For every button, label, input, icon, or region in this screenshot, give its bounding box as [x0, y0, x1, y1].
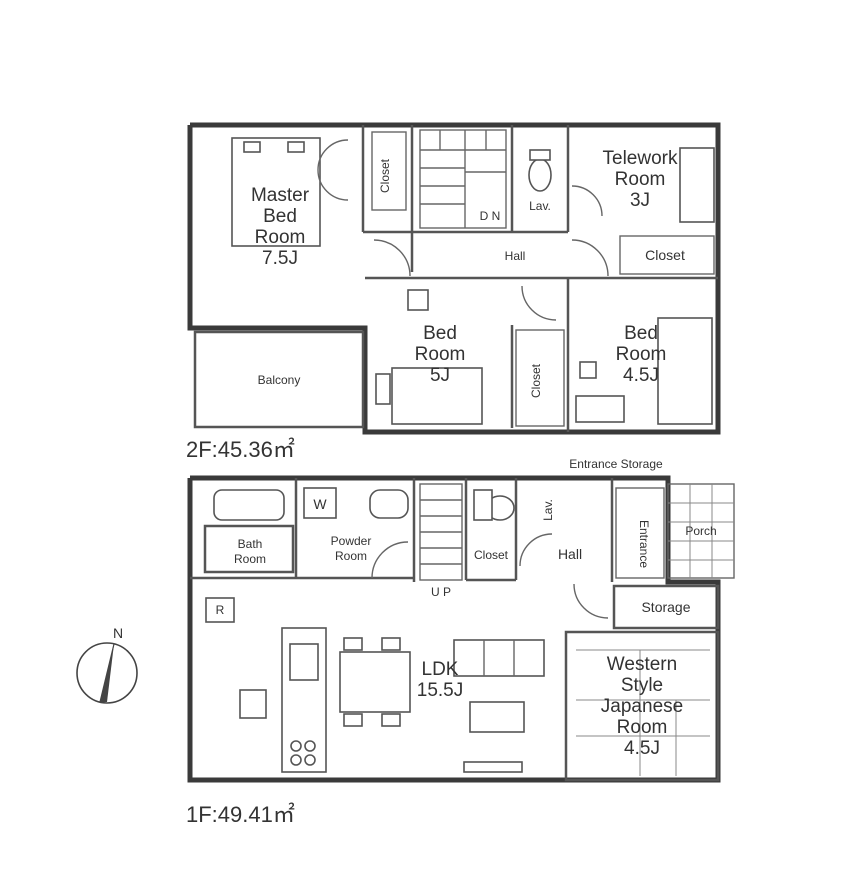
washer-label: W [313, 496, 327, 512]
bed-room-45-label-2: Room [616, 344, 667, 365]
master-bed [231, 137, 321, 247]
closet-c-box [515, 329, 565, 427]
entrance-label: Entrance [637, 520, 651, 568]
bath-room-label-1: Bath [238, 537, 263, 551]
balcony-outline [193, 330, 365, 429]
floor-2-plan [187, 122, 721, 435]
stairs-dn-label: D N [480, 209, 501, 223]
dining-table [339, 651, 411, 713]
bath-room-label-2: Room [234, 552, 266, 566]
ldk-label-1: LDK [422, 659, 459, 680]
stairs-up-label: U P [431, 585, 451, 599]
sofa [453, 639, 545, 677]
bed-room-45-label-3: 4.5J [623, 365, 659, 386]
telework-room-label-3: 3J [630, 190, 650, 211]
japanese-room-label-1: Western [607, 654, 677, 675]
bed-room-5-bed [391, 367, 483, 425]
bed-room-45-bed [657, 317, 713, 425]
telework-room-label-1: Telework [603, 148, 678, 169]
refrigerator-label: R [216, 603, 225, 617]
bed-room-45-label-1: Bed [624, 323, 658, 344]
floor-2-area-label: 2F:45.36㎡ [186, 437, 295, 462]
closet-b-label: Closet [645, 247, 685, 263]
floor-2-outer-wall [187, 122, 721, 435]
hall-2f-label: Hall [505, 249, 526, 263]
entrance-storage-label: Entrance Storage [569, 457, 663, 471]
entrance-box [615, 487, 665, 579]
refrigerator-box [205, 597, 235, 623]
lav-1f-label: Lav. [541, 499, 555, 521]
master-bed-room-label-4: 7.5J [262, 248, 298, 269]
bed-room-5-label-1: Bed [423, 323, 457, 344]
closet-b-box [619, 235, 715, 275]
closet-1f-label: Closet [474, 548, 509, 562]
appliance-box [239, 689, 267, 719]
stairs-2f [419, 129, 507, 229]
washer-box [303, 487, 337, 519]
compass: N [76, 625, 138, 704]
ldk-label-2: 15.5J [417, 680, 463, 701]
low-table [469, 701, 525, 733]
north-label: N [113, 625, 123, 641]
closet-a-box [371, 131, 407, 211]
master-bed-room-label-2: Bed [263, 206, 297, 227]
porch-tiles [667, 483, 735, 579]
japanese-room-label-5: 4.5J [624, 738, 660, 759]
master-bed-room-label-1: Master [251, 185, 310, 206]
kitchen-sink [289, 643, 319, 681]
closet-a-label: Closet [378, 158, 392, 193]
powder-room-label-1: Powder [331, 534, 372, 548]
stairs-1f [419, 483, 463, 581]
floor-1-outer-wall [187, 475, 721, 783]
compass-circle [76, 642, 138, 704]
closet-c-label: Closet [529, 363, 543, 398]
master-bed-room-label-3: Room [255, 227, 306, 248]
floor-1-area-label: 1F:49.41㎡ [186, 802, 295, 827]
japanese-room-label-3: Japanese [601, 696, 683, 717]
balcony-label: Balcony [258, 373, 301, 387]
bathtub [213, 489, 285, 521]
storage-label: Storage [641, 599, 690, 615]
japanese-room-label-2: Style [621, 675, 663, 696]
bed-room-5-label-2: Room [415, 344, 466, 365]
telework-room-label-2: Room [615, 169, 666, 190]
lav-2f-label: Lav. [529, 199, 551, 213]
toilet-2f [528, 158, 552, 192]
tv-stand [463, 761, 523, 773]
telework-desk [679, 147, 715, 223]
japanese-room-label-4: Room [617, 717, 668, 738]
powder-sink [369, 489, 409, 519]
hall-1f-label: Hall [558, 546, 582, 562]
floor-1-plan [187, 475, 735, 783]
powder-room-label-2: Room [335, 549, 367, 563]
porch-label: Porch [685, 524, 716, 538]
bed-room-5-label-3: 5J [430, 365, 450, 386]
